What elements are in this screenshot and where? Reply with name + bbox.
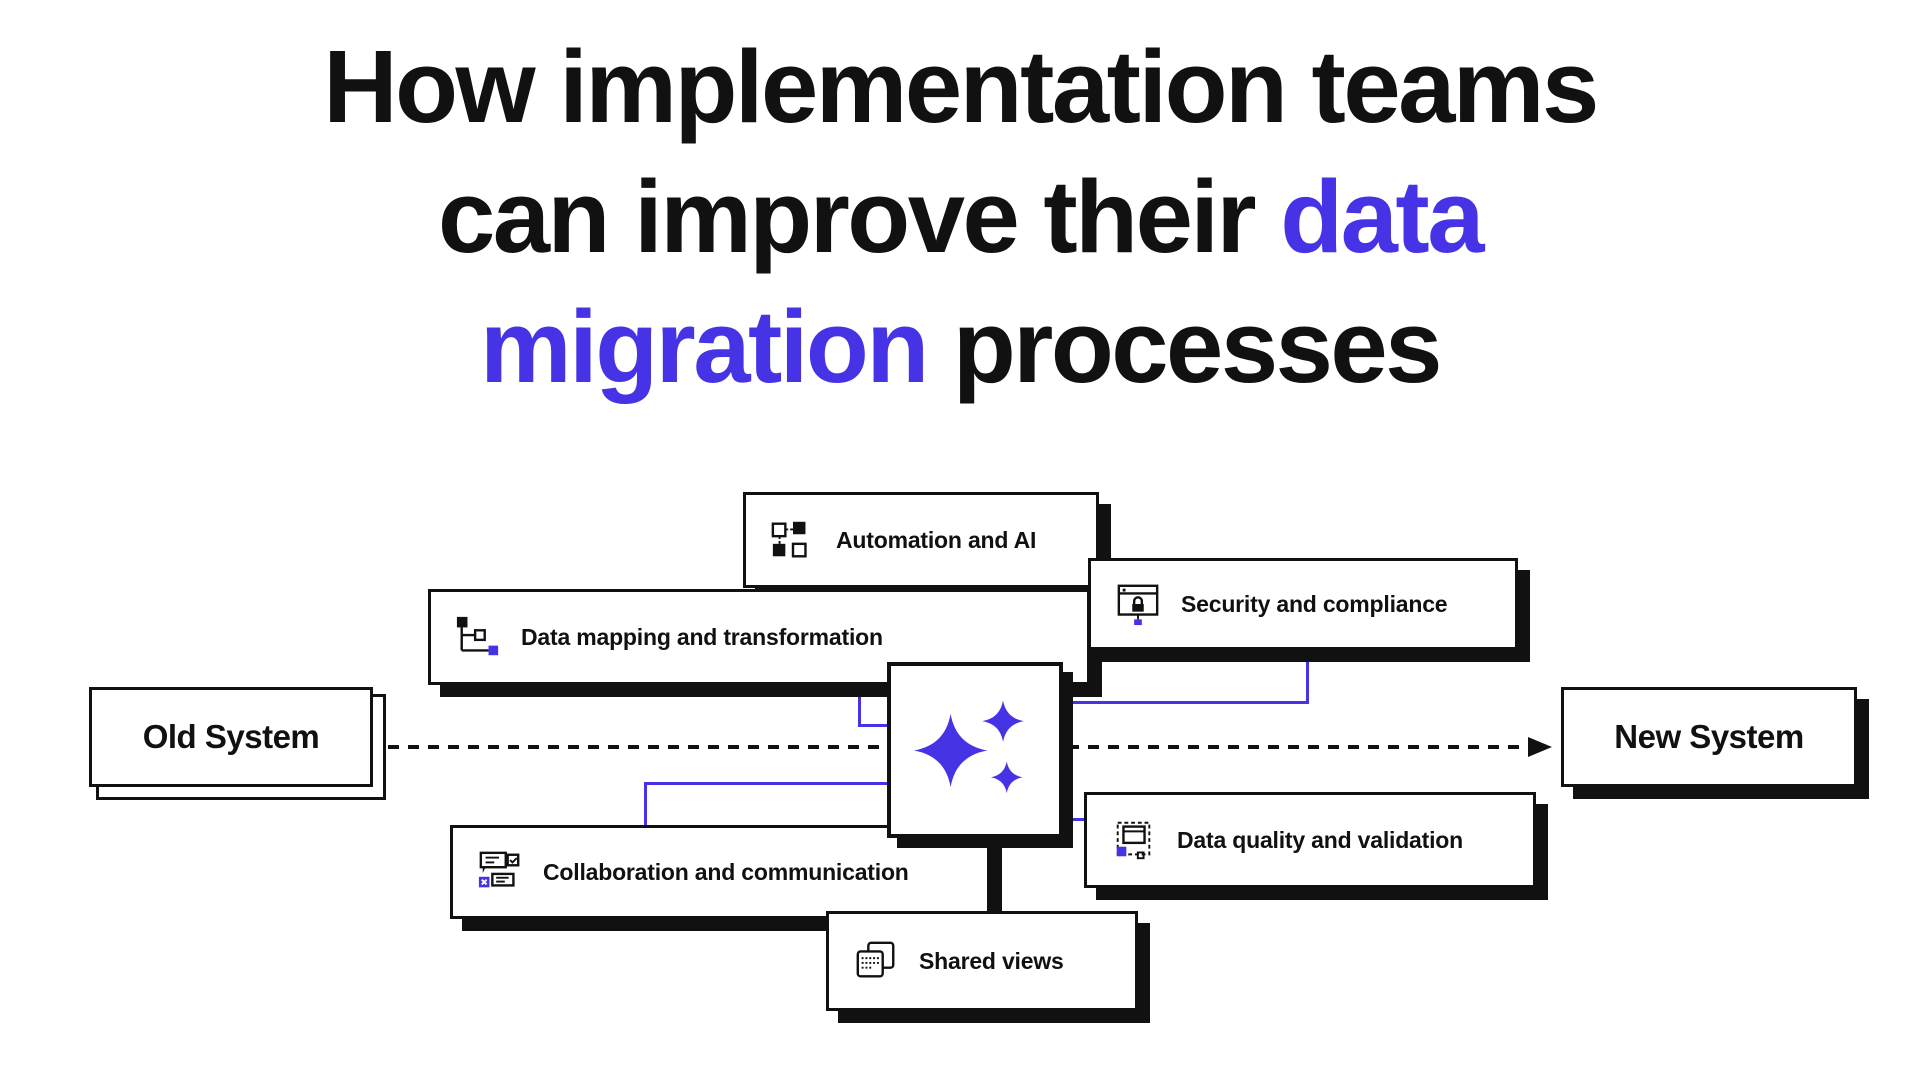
feature-label-shared-views: Shared views — [919, 947, 1064, 974]
title-line-3: migration processes — [0, 282, 1920, 412]
connector-mapping-vertical — [858, 682, 861, 727]
security-icon — [1115, 581, 1161, 627]
title-text-2: can improve their — [437, 158, 1281, 274]
old-system-box: Old System — [89, 687, 373, 787]
collaboration-icon — [477, 849, 523, 895]
connector-mapping-horizontal — [858, 724, 890, 727]
shared-views-icon — [853, 938, 899, 984]
feature-box-automation: Automation and AI — [743, 492, 1099, 588]
title-highlight-data: data — [1280, 158, 1484, 274]
connector-collaboration-horizontal — [644, 782, 890, 785]
title-highlight-migration: migration — [480, 288, 929, 404]
arrowhead-icon — [1528, 737, 1552, 757]
feature-label-collaboration: Collaboration and communication — [543, 858, 909, 885]
title-text-1: How implementation teams — [323, 29, 1599, 144]
title-text-3: processes — [926, 288, 1443, 404]
data-quality-icon — [1111, 817, 1157, 863]
feature-label-automation: Automation and AI — [836, 526, 1037, 553]
connector-security-vertical — [1306, 646, 1309, 704]
feature-box-collaboration: Collaboration and communication — [450, 825, 990, 919]
old-system-label: Old System — [142, 718, 320, 755]
connector-quality-horizontal — [1058, 818, 1088, 821]
feature-box-data-quality: Data quality and validation — [1084, 792, 1536, 888]
page-title: How implementation teams can improve the… — [0, 22, 1920, 411]
feature-box-security: Security and compliance — [1088, 558, 1518, 650]
connector-security-horizontal — [1059, 701, 1309, 704]
new-system-label: New System — [1614, 718, 1804, 755]
feature-label-data-mapping: Data mapping and transformation — [521, 623, 883, 650]
connector-collaboration-vertical — [644, 782, 647, 828]
feature-label-security: Security and compliance — [1181, 590, 1448, 617]
title-line-1: How implementation teams — [0, 22, 1920, 152]
ai-sparkles-icon — [914, 687, 1036, 814]
ai-core-box — [887, 662, 1063, 838]
data-mapping-icon — [455, 614, 501, 660]
feature-box-shared-views: Shared views — [826, 911, 1138, 1011]
feature-label-data-quality: Data quality and validation — [1177, 826, 1463, 853]
automation-icon — [770, 517, 816, 563]
new-system-box: New System — [1561, 687, 1857, 787]
title-line-2: can improve their data — [0, 152, 1920, 282]
